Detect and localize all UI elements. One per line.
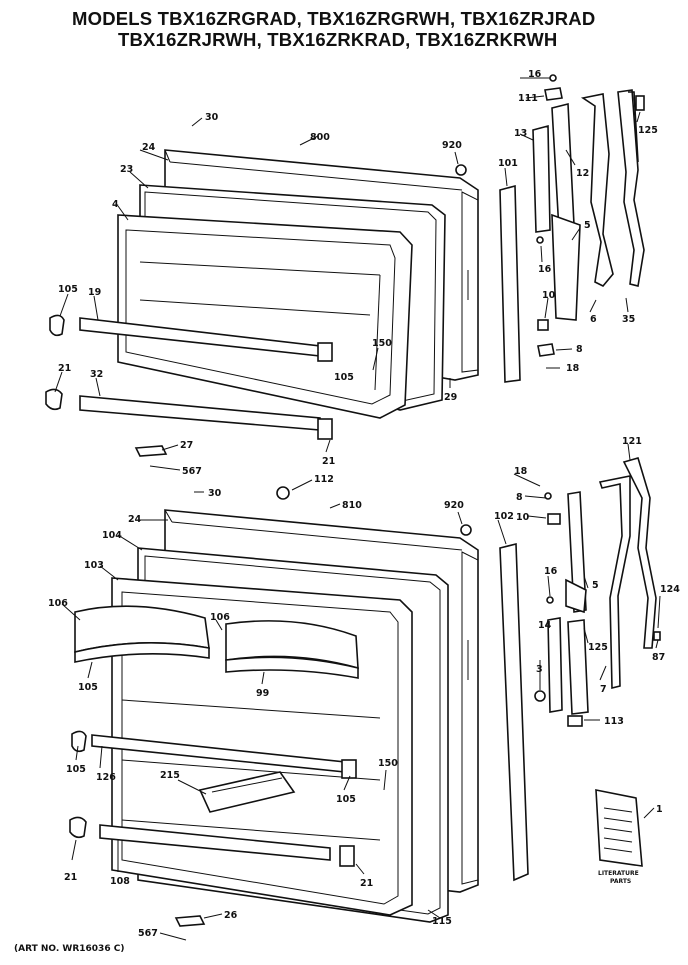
plug-112: [276, 486, 290, 500]
trim-125: [567, 619, 589, 715]
callout-12: 12: [576, 168, 589, 179]
callout-27: 27: [180, 440, 193, 451]
trim-13: [532, 124, 551, 233]
callout-567-bot: 567: [138, 928, 158, 939]
callout-121: 121: [622, 436, 642, 447]
callout-14: 14: [538, 620, 552, 631]
models-title-line-1: MODELS TBX16ZRGRAD, TBX16ZRGRWH, TBX16ZR…: [72, 8, 596, 29]
callout-18-top: 18: [566, 363, 580, 374]
callout-30-top: 30: [205, 112, 219, 123]
trim-102: [499, 542, 529, 882]
lower-hinge-hardware: [497, 443, 661, 882]
handle-6: [580, 93, 614, 287]
callout-108: 108: [110, 876, 130, 887]
callout-23: 23: [120, 164, 133, 175]
callout-125-top: 125: [638, 125, 658, 136]
callout-105-c: 105: [78, 682, 98, 693]
callout-105-b: 105: [334, 372, 354, 383]
freezer-shelf-bar-32: [79, 395, 321, 431]
callout-16-c: 16: [544, 566, 558, 577]
callout-21-c: 21: [64, 872, 77, 883]
callout-10-bot: 10: [516, 512, 530, 523]
callout-8-top: 8: [576, 344, 583, 355]
callout-19: 19: [88, 287, 101, 298]
callout-101: 101: [498, 158, 518, 169]
callout-106-a: 106: [48, 598, 68, 609]
egg-tray-215: [198, 771, 296, 813]
callout-29: 29: [444, 392, 457, 403]
callout-105-d: 105: [66, 764, 86, 775]
upper-hinge-hardware: [499, 74, 645, 383]
callout-21-a: 21: [58, 363, 71, 374]
callout-105-a: 105: [58, 284, 78, 295]
callout-106-b: 106: [210, 612, 230, 623]
callout-810: 810: [342, 500, 362, 511]
callout-103: 103: [84, 560, 104, 571]
callout-87: 87: [652, 652, 665, 663]
callout-labels: 30 800 920 24 23 4 105 19 21 32 150 105 …: [48, 69, 680, 939]
hinge-5-top: [551, 213, 581, 321]
callout-104: 104: [102, 530, 122, 541]
callout-16-a: 16: [528, 69, 542, 80]
literature-parts-1: LITERATURE PARTS: [595, 789, 655, 885]
callout-150-bot: 150: [378, 758, 398, 769]
callout-3: 3: [536, 664, 543, 675]
callout-102: 102: [494, 511, 514, 522]
callout-150-top: 150: [372, 338, 392, 349]
callout-30-bot: 30: [208, 488, 222, 499]
callout-32: 32: [90, 369, 103, 380]
callout-26: 26: [224, 910, 238, 921]
callout-111: 111: [518, 93, 538, 104]
callout-113: 113: [604, 716, 624, 727]
svg-text:LITERATURE: LITERATURE: [598, 870, 639, 877]
freezer-door-group: [45, 117, 479, 500]
callout-16-b: 16: [538, 264, 552, 275]
callout-99: 99: [256, 688, 269, 699]
callout-112: 112: [314, 474, 334, 485]
callout-21-b: 21: [322, 456, 335, 467]
callout-24-bot: 24: [128, 514, 142, 525]
hinge-5-bottom: [567, 491, 587, 613]
callout-24-top: 24: [142, 142, 156, 153]
callout-567-top: 567: [182, 466, 202, 477]
callout-8-bot: 8: [516, 492, 523, 503]
callout-13: 13: [514, 128, 527, 139]
handle-7: [598, 475, 631, 690]
callout-126: 126: [96, 772, 116, 783]
callout-1: 1: [656, 804, 663, 815]
callout-7: 7: [600, 684, 607, 695]
freezer-cap-105: [49, 314, 65, 337]
callout-124: 124: [660, 584, 680, 595]
callout-115: 115: [432, 916, 452, 927]
fresh-food-shelf-108: [99, 824, 331, 861]
trim-101: [499, 184, 521, 383]
svg-text:PARTS: PARTS: [610, 878, 631, 885]
callout-800: 800: [310, 132, 330, 143]
callout-105-e: 105: [336, 794, 356, 805]
callout-920-top: 920: [442, 140, 462, 151]
freezer-cap-21: [45, 388, 63, 411]
callout-6: 6: [590, 314, 597, 325]
handle-121: [622, 457, 657, 649]
callout-4: 4: [112, 199, 119, 210]
callout-5-bot: 5: [592, 580, 599, 591]
art-number: (ART NO. WR16036 C): [14, 944, 125, 954]
callout-10-top: 10: [542, 290, 556, 301]
models-title-line-2: TBX16ZRJRWH, TBX16ZRKRAD, TBX16ZRKRWH: [118, 29, 558, 50]
callout-5-top: 5: [584, 220, 591, 231]
fresh-food-door-group: [61, 491, 479, 941]
callout-21-d: 21: [360, 878, 373, 889]
handle-35: [617, 89, 645, 287]
callout-35: 35: [622, 314, 635, 325]
callout-215: 215: [160, 770, 180, 781]
freezer-door-liner-4: [117, 214, 413, 419]
callout-125-bot: 125: [588, 642, 608, 653]
trim-14: [547, 617, 563, 713]
callout-920-bot: 920: [444, 500, 464, 511]
callout-18-bot: 18: [514, 466, 528, 477]
